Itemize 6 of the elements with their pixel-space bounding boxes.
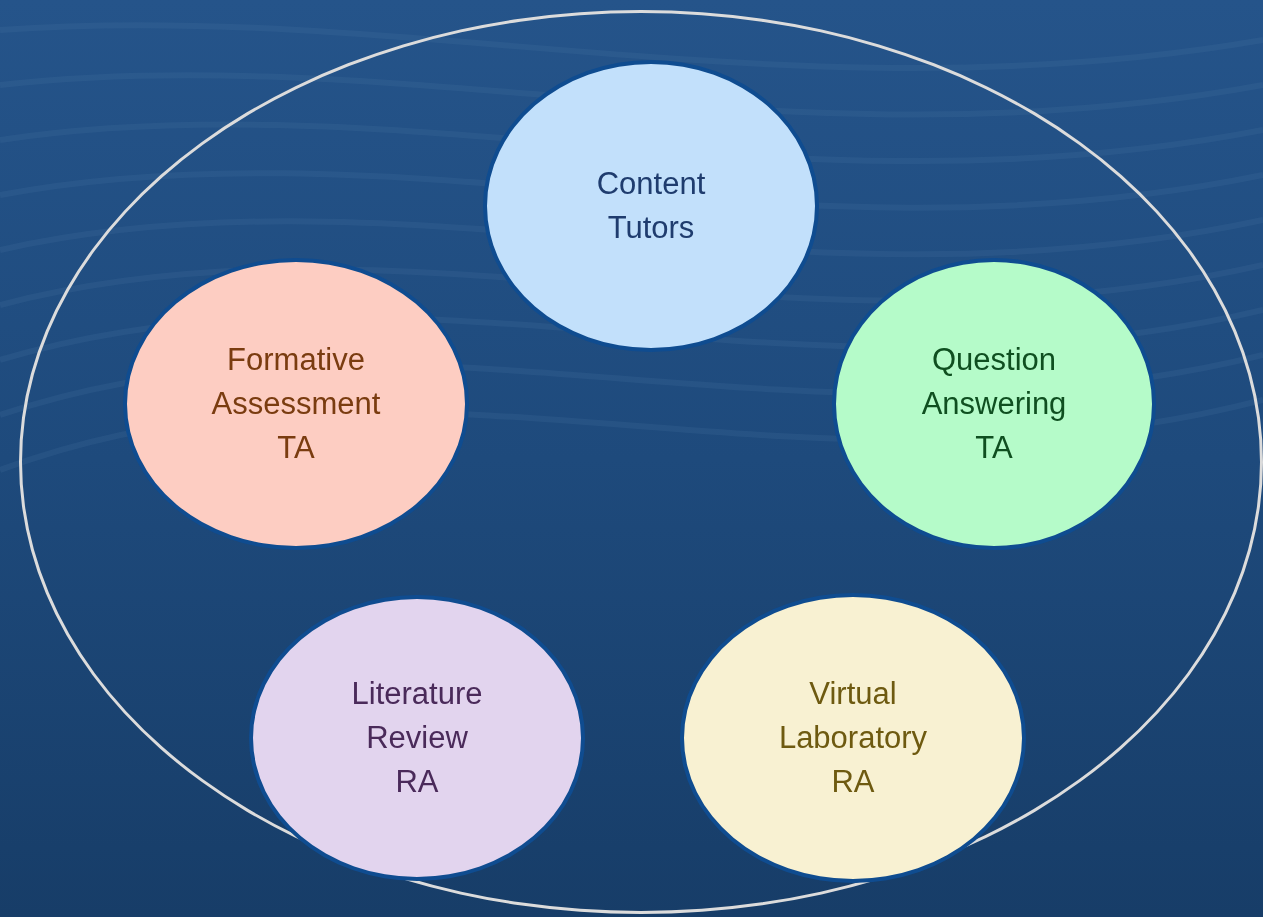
node-label: Formative Assessment TA [210,341,382,467]
node-label: Content Tutors [595,165,707,247]
node-label: Question Answering TA [920,341,1068,467]
node-label: Virtual Laboratory RA [777,675,929,801]
outer-ellipse [19,10,1263,914]
node-label: Literature Review RA [350,675,484,801]
